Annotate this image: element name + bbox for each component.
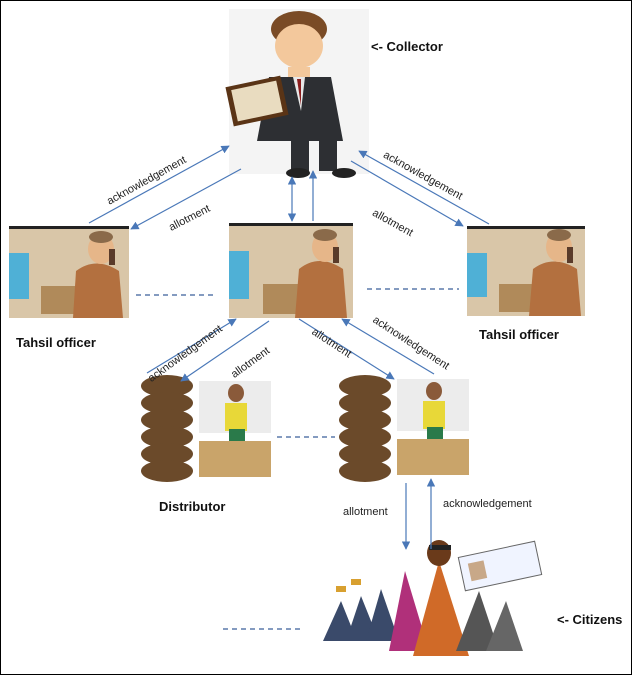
distributor-label: Distributor	[159, 499, 226, 514]
tahsil-officer-right-scene	[467, 226, 585, 316]
arrow-distributor-left-to-center	[146, 318, 237, 374]
collector-figure	[225, 9, 369, 178]
tahsil-officer-left-scene	[9, 226, 129, 318]
tahsil-officer-right-label: Tahsil officer	[479, 327, 559, 342]
dashed-connectors	[136, 288, 459, 630]
arrow-center-to-distributor-left	[180, 320, 270, 382]
distributor-left-scene	[141, 375, 271, 482]
arrow-left-tahsil-to-collector	[88, 145, 230, 224]
distributor-right-scene	[339, 375, 469, 482]
tahsil-officer-center-scene	[229, 223, 353, 318]
tahsil-officer-left-label: Tahsil officer	[16, 335, 96, 350]
citizens-scene	[319, 534, 543, 669]
edge-label-ack-citizens: acknowledgement	[443, 498, 532, 510]
collector-label: <- Collector	[371, 39, 443, 54]
arrow-collector-to-left-tahsil	[130, 168, 242, 230]
edge-label-allot-citizens: allotment	[343, 506, 388, 518]
arrow-center-to-distributor-right	[298, 318, 395, 380]
arrow-collector-to-right-tahsil	[350, 160, 464, 227]
arrow-distributor-right-to-center	[341, 318, 435, 375]
arrow-right-tahsil-to-collector	[358, 150, 490, 225]
edge-arrows	[88, 145, 490, 550]
citizens-label: <- Citizens	[557, 612, 623, 627]
